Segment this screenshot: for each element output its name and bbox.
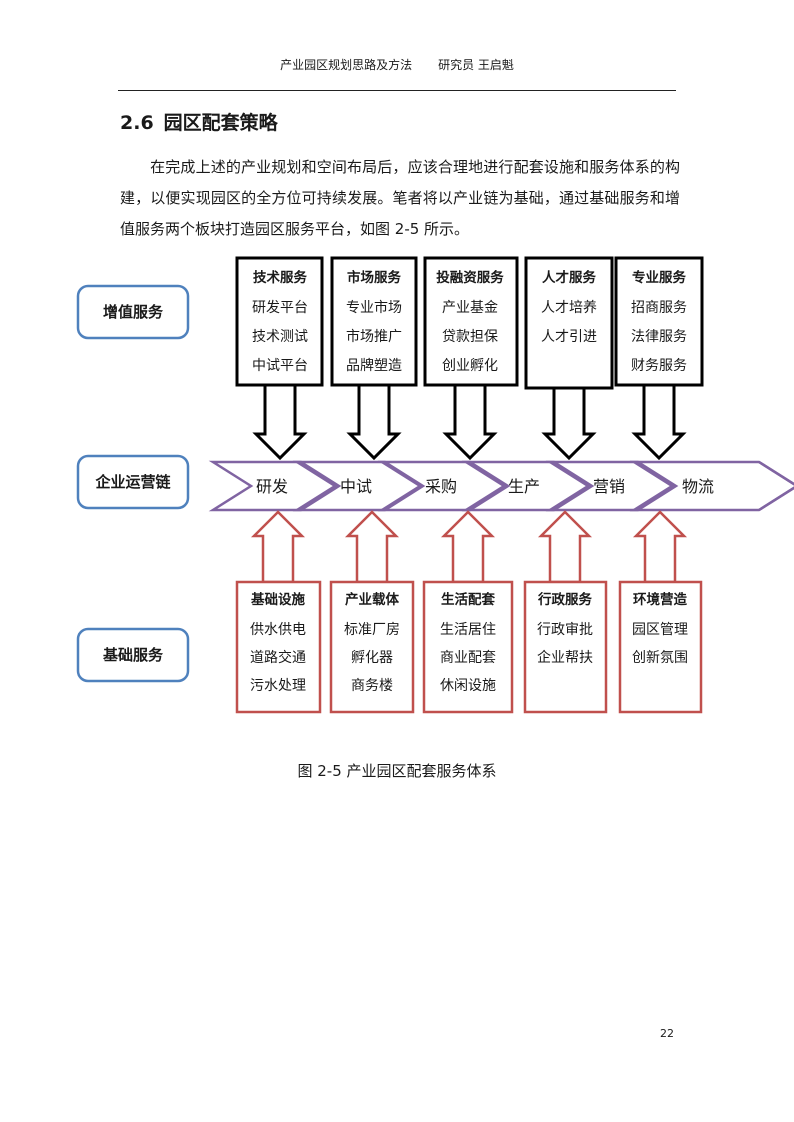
chain-step-4: 生产	[508, 477, 540, 496]
up-arrow	[344, 510, 400, 584]
top-box-item: 专业市场	[346, 299, 402, 316]
top-box-item: 人才培养	[541, 300, 597, 316]
top-box-title: 市场服务	[347, 269, 401, 286]
top-box-item: 招商服务	[631, 300, 687, 316]
top-box-item: 研发平台	[252, 300, 308, 316]
section-heading: 2.6 园区配套策略	[120, 108, 278, 135]
bottom-box-item: 生活居住	[440, 622, 496, 638]
bottom-box-item: 污水处理	[250, 678, 306, 694]
top-box-item: 中试平台	[252, 358, 308, 374]
top-service-box	[330, 256, 418, 387]
up-arrow	[440, 510, 496, 584]
bottom-box-item: 行政审批	[537, 622, 593, 638]
down-arrow	[631, 383, 687, 461]
top-box-title: 专业服务	[632, 269, 686, 286]
top-box-item: 品牌塑造	[346, 357, 402, 374]
figure-caption: 图 2-5 产业园区配套服务体系	[297, 762, 497, 780]
down-arrow	[442, 383, 498, 461]
top-box-item: 人才引进	[541, 329, 597, 345]
chain-step-tip	[300, 460, 342, 512]
top-box-item: 创业孵化	[442, 358, 498, 374]
label-basic-services: 基础服务	[102, 646, 164, 664]
label-operation-chain-box	[76, 454, 190, 510]
page-number: 22	[660, 1027, 674, 1040]
bottom-box-item: 道路交通	[250, 649, 306, 666]
bottom-box-title: 产业载体	[345, 591, 399, 608]
header-author: 研究员 王启魁	[438, 58, 514, 72]
bottom-box-item: 企业帮扶	[537, 649, 593, 666]
chain-step-tip	[469, 460, 511, 512]
bottom-service-box	[523, 580, 608, 714]
chain-step-tip	[758, 460, 794, 512]
down-arrow	[346, 383, 402, 461]
chain-step-tip	[553, 460, 595, 512]
bottom-service-box	[422, 580, 514, 714]
bottom-box-title: 行政服务	[537, 591, 592, 608]
top-box-item: 法律服务	[631, 329, 687, 345]
top-service-box	[235, 256, 324, 387]
down-arrow	[252, 383, 308, 461]
chain-step-1: 研发	[256, 477, 288, 496]
label-value-added: 增值服务	[103, 303, 164, 321]
bottom-box-item: 孵化器	[351, 650, 393, 666]
up-arrow	[537, 510, 593, 584]
up-arrow	[632, 510, 688, 584]
label-operation-chain: 企业运营链	[94, 473, 171, 491]
chain-step-2: 中试	[340, 477, 372, 496]
chain-step-3: 采购	[425, 477, 457, 496]
top-box-title: 人才服务	[542, 269, 596, 286]
bottom-box-item: 供水供电	[250, 622, 306, 638]
running-header: 产业园区规划思路及方法 研究员 王启魁	[0, 56, 794, 73]
down-arrow	[541, 386, 597, 461]
chain-step-tip	[384, 460, 426, 512]
top-box-item: 技术测试	[252, 329, 308, 345]
bottom-box-item: 休闲设施	[440, 678, 496, 694]
body-paragraph: 在完成上述的产业规划和空间布局后，应该合理地进行配套设施和服务体系的构建，以便实…	[120, 152, 680, 245]
chain-step-6: 物流	[682, 477, 714, 496]
paragraph-text: 在完成上述的产业规划和空间布局后，应该合理地进行配套设施和服务体系的构建，以便实…	[120, 158, 680, 238]
chain-step-5: 营销	[593, 477, 625, 496]
bottom-box-item: 商务楼	[351, 678, 393, 694]
bottom-box-title: 基础设施	[251, 591, 305, 608]
bottom-box-title: 环境营造	[633, 591, 687, 608]
section-title: 园区配套策略	[163, 112, 278, 134]
bottom-box-item: 商业配套	[440, 650, 496, 666]
up-arrow	[250, 510, 306, 584]
top-service-box	[524, 256, 614, 390]
top-box-title: 投融资服务	[436, 269, 504, 286]
top-box-item: 产业基金	[442, 299, 498, 316]
top-box-title: 技术服务	[253, 269, 307, 286]
bottom-service-box	[329, 580, 415, 714]
top-service-box	[423, 256, 519, 387]
top-service-box	[614, 256, 704, 387]
header-rule	[118, 90, 676, 91]
section-number: 2.6	[120, 112, 154, 134]
bottom-box-title: 生活配套	[441, 591, 495, 608]
top-box-item: 市场推广	[346, 328, 402, 345]
chain-step-tip	[637, 460, 679, 512]
bottom-box-item: 标准厂房	[344, 622, 400, 638]
top-box-item: 财务服务	[631, 358, 687, 374]
bottom-box-item: 创新氛围	[632, 650, 688, 666]
label-basic-services-box	[76, 627, 190, 683]
label-value-added-box	[76, 284, 190, 340]
bottom-box-item: 园区管理	[632, 622, 688, 638]
header-title: 产业园区规划思路及方法	[280, 58, 413, 72]
top-box-item: 贷款担保	[442, 329, 498, 345]
bottom-service-box	[235, 580, 322, 714]
bottom-service-box	[618, 580, 703, 714]
